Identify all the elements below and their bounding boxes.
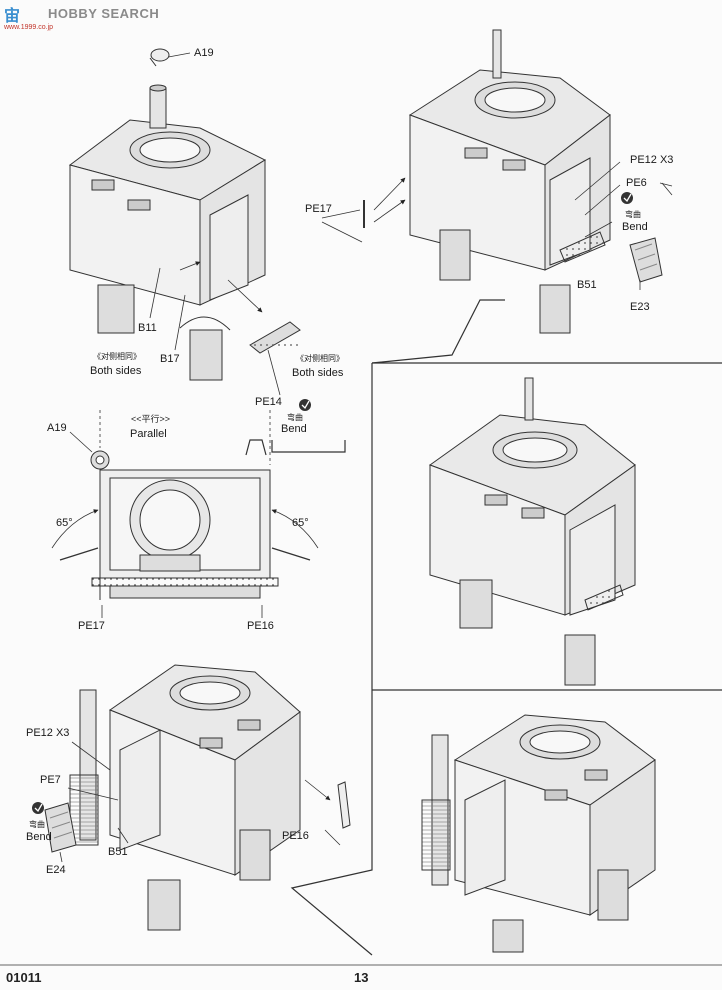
label-pe7: PE7: [40, 774, 61, 786]
step4-cab: [44, 664, 351, 931]
kit-number: 01011: [6, 970, 42, 985]
page-number: 13: [354, 970, 369, 985]
part-a19-icon: [149, 48, 170, 67]
label-bend-step2: Bend: [622, 221, 648, 233]
label-angle-left: 65°: [56, 517, 73, 529]
label-both-sides-2: Both sides: [292, 367, 344, 379]
step-frames: [0, 299, 722, 966]
label-bend-step1: Bend: [281, 423, 307, 435]
bend-icon-step1: [299, 399, 311, 411]
label-pe14: PE14: [255, 396, 282, 408]
label-e24: E24: [46, 864, 66, 876]
label-pe12-step4: PE12 X3: [26, 727, 70, 739]
label-bend-cn-step4: 弯曲: [29, 820, 45, 829]
label-pe16-step3: PE16: [247, 620, 274, 632]
label-pe12-step2: PE12 X3: [630, 154, 674, 166]
label-bend-cn-step1: 弯曲: [287, 413, 303, 422]
label-both-sides-cn-2: 《对侧相同》: [296, 354, 344, 363]
label-a19-step3: A19: [47, 422, 67, 434]
step5-cab: [428, 377, 636, 686]
bend-diagram-step1: [245, 439, 346, 456]
label-parallel: Parallel: [130, 428, 167, 440]
label-pe17-step2: PE17: [305, 203, 332, 215]
label-pe16-step4: PE16: [282, 830, 309, 842]
label-both-sides-cn-1: 《对侧相同》: [93, 352, 141, 361]
watermark: 宙 HOBBY SEARCH www.1999.co.jp: [4, 2, 164, 42]
label-bend-cn-step2: 弯曲: [625, 210, 641, 219]
label-b51-step4: B51: [108, 846, 128, 858]
label-angle-right: 65°: [292, 517, 309, 529]
label-a19-step1: A19: [194, 47, 214, 59]
label-pe17-step3: PE17: [78, 620, 105, 632]
watermark-logo: 宙: [4, 6, 22, 25]
label-parallel-cn: <<平行>>: [131, 414, 171, 424]
step6-cab: [421, 714, 656, 953]
label-b17: B17: [160, 353, 180, 365]
step1-cab: [68, 84, 301, 381]
bend-icon-step4: [32, 802, 44, 814]
label-both-sides-1: Both sides: [90, 365, 142, 377]
bend-icon-step2: [621, 192, 633, 204]
label-bend-step4: Bend: [26, 831, 52, 843]
watermark-brand: HOBBY SEARCH: [48, 6, 160, 21]
step2-cab: [408, 29, 663, 334]
watermark-url: www.1999.co.jp: [4, 24, 54, 31]
step3-topview: [90, 450, 279, 600]
label-e23: E23: [630, 301, 650, 313]
label-pe6: PE6: [626, 177, 647, 189]
label-b51-step2: B51: [577, 279, 597, 291]
label-b11: B11: [138, 322, 157, 334]
